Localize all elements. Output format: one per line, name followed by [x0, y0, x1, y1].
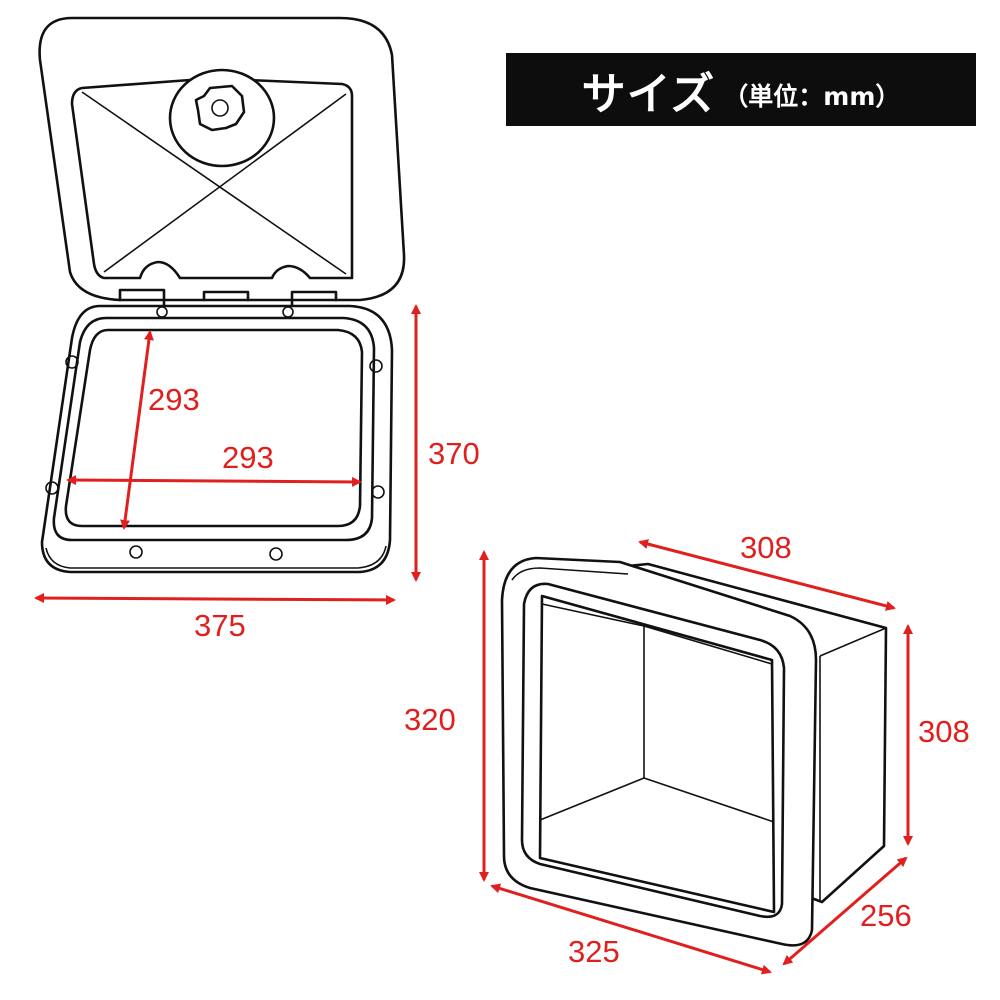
hinge-tab-left: [118, 288, 166, 312]
flange-lip: [511, 567, 629, 581]
dimension-line: [638, 539, 896, 611]
hatch-lid-panel: [70, 78, 354, 280]
hinge-tab-right: [290, 290, 338, 310]
hatch-frame-outline: [40, 304, 394, 574]
box-interior-edge: [643, 777, 775, 823]
dim-label-front-width: 325: [568, 934, 620, 969]
dim-label-depth: 256: [860, 898, 912, 933]
screw: [65, 355, 79, 369]
box-interior-edge: [539, 777, 645, 821]
screw: [269, 547, 283, 561]
title-text: サイズ: [581, 68, 716, 120]
lid-cross-line: [81, 91, 347, 275]
hatch-opening: [64, 328, 364, 528]
dimension-line: [782, 856, 908, 966]
unit-text: （単位：mm）: [723, 81, 901, 111]
hatch-drawing: [38, 16, 406, 574]
screw: [45, 481, 59, 495]
hatch-frame-rim: [52, 316, 376, 542]
screw: [371, 485, 385, 499]
box-interior-edge: [541, 603, 645, 627]
dim-label-opening-width: 293: [222, 440, 274, 475]
screw: [129, 545, 143, 559]
box-opening: [538, 594, 776, 914]
dim-label-top-width: 308: [740, 530, 792, 565]
dimension-line: [490, 883, 772, 975]
box-edge: [819, 627, 887, 657]
dimension-line: [120, 330, 154, 530]
box-flange-outer: [500, 556, 818, 947]
dim-label-overall-height: 370: [428, 436, 480, 471]
screw: [282, 306, 294, 318]
hinge-tab-center: [202, 290, 250, 302]
lock-keyhole: [211, 99, 229, 117]
dim-label-back-height: 308: [918, 714, 970, 749]
dim-label-overall-width: 375: [194, 608, 246, 643]
dim-label-front-height: 320: [404, 702, 456, 737]
screw: [156, 306, 168, 318]
storage-box-drawing: [500, 556, 888, 947]
lock-icon: [194, 84, 246, 132]
title-banner: サイズ （単位：mm）: [506, 53, 976, 126]
lid-cross-line: [103, 93, 347, 273]
dim-label-opening-height: 293: [148, 382, 200, 417]
box-interior-edge: [643, 625, 773, 665]
dimension-line: [66, 475, 362, 487]
hatch-lid-outline: [38, 16, 406, 302]
dimension-line: [34, 593, 396, 605]
frame-lip: [45, 545, 387, 569]
screw: [369, 359, 383, 373]
